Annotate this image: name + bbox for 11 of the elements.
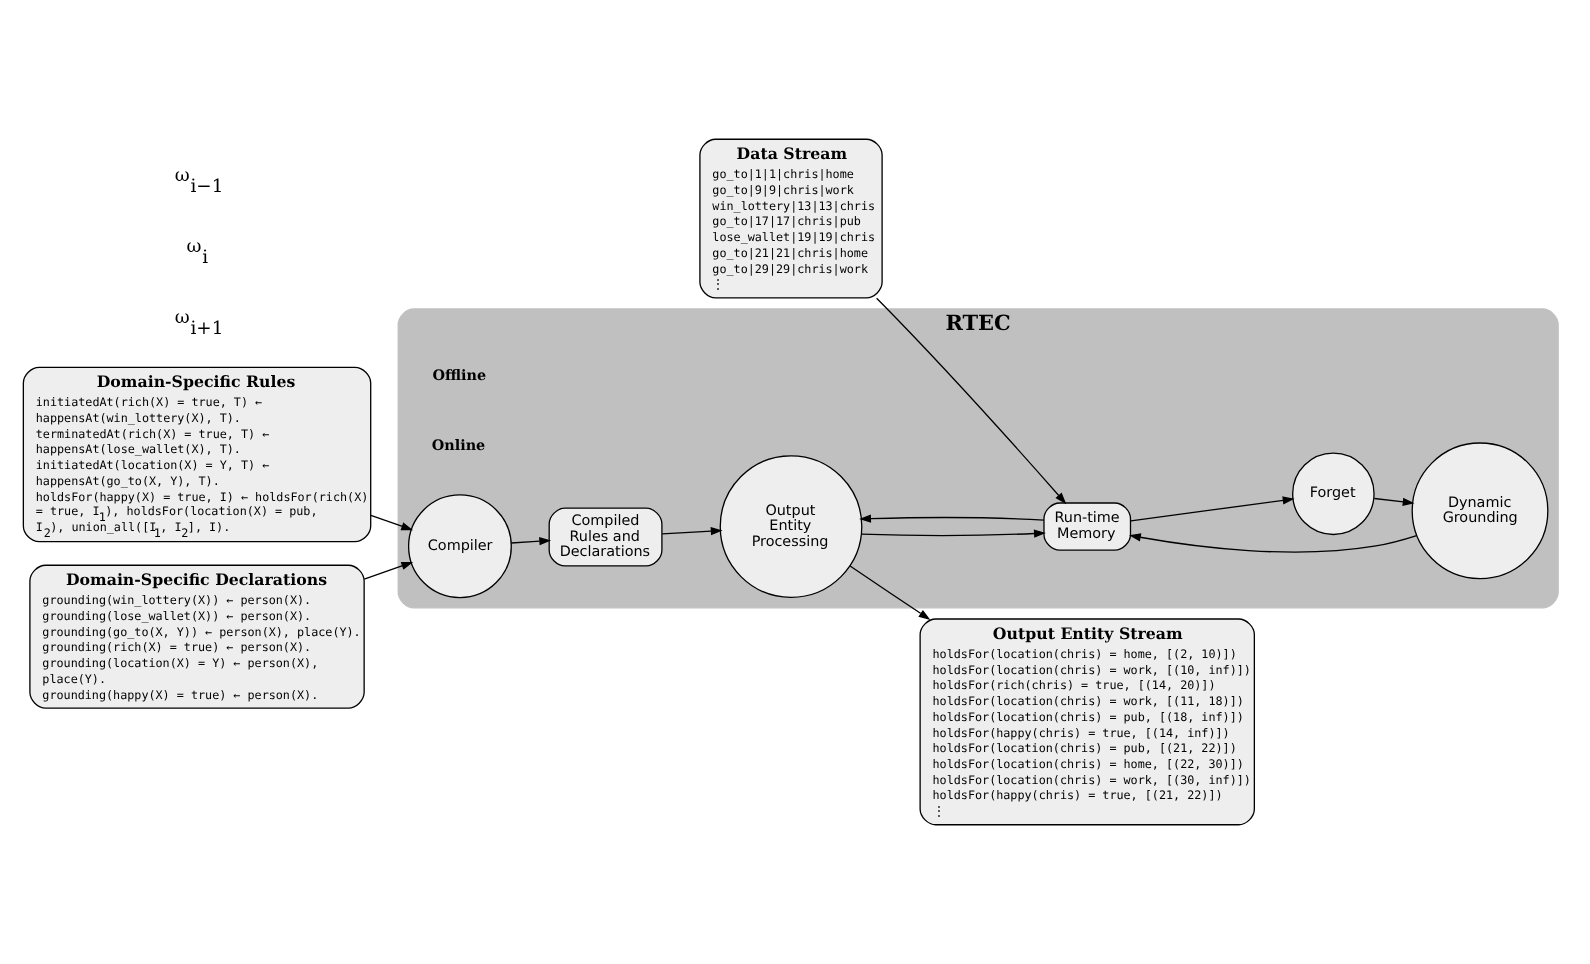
arrow <box>848 565 930 620</box>
arrow <box>859 529 1045 538</box>
arrow <box>660 526 722 536</box>
arrow <box>1128 533 1417 553</box>
arrow <box>858 514 1044 523</box>
arrow <box>1372 497 1414 506</box>
arrow <box>509 537 551 546</box>
arrow <box>1129 496 1294 522</box>
arrow <box>369 514 413 531</box>
arrow <box>362 562 413 580</box>
arrow <box>874 297 1066 505</box>
